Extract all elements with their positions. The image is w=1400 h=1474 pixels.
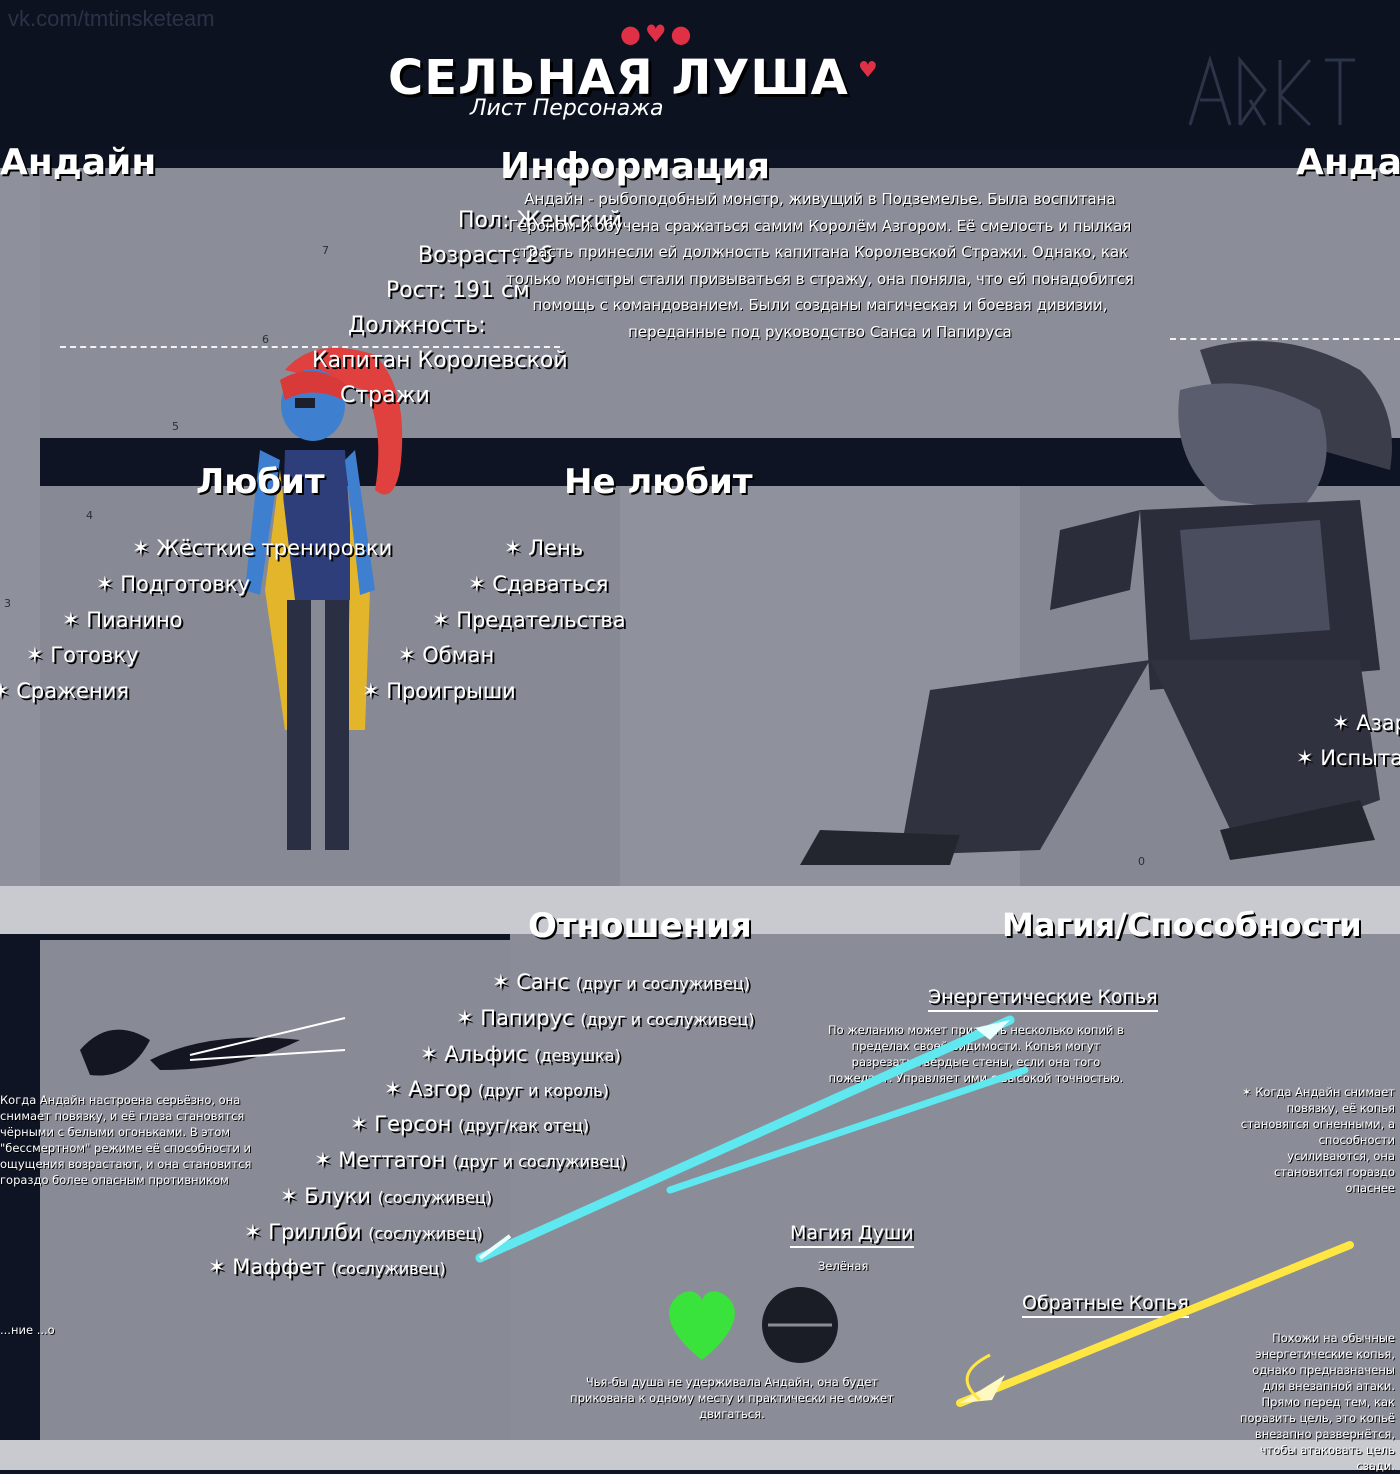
relation-item: ✶ Азгор (друг и король) [384,1077,609,1101]
info-position-value-2: Стражи [340,383,430,408]
relation-item: ✶ Блуки (сослуживец) [280,1184,493,1208]
logo-hearts-icon: ●♥● [620,20,696,48]
logo-title: СЕЛЬНАЯ ЛУША [388,50,849,106]
likes-item: ✶ Испытания [1296,746,1400,770]
relations-title: Отношения [528,906,752,946]
magic-panel [510,934,1400,1440]
signature-art [1188,54,1355,127]
heart-icon: ♥ [858,58,878,83]
relation-item: ✶ Санс (друг и сослуживец) [492,970,750,994]
undyne-armor-figure [800,341,1392,865]
info-height: Рост: 191 см [386,278,530,303]
undyne-eye-art [80,1017,346,1076]
left-strip [0,168,40,888]
dislikes-item: ✶ Обман [398,643,495,667]
likes-item: ✶ Жёсткие тренировки [132,536,393,560]
green-soul-icon [669,1287,838,1363]
ruler-tick: 7 [322,244,329,257]
reverse-spear-icon [956,1241,1354,1407]
watermark: vk.com/tmtinsketeam [8,6,215,31]
info-panel [0,168,1400,438]
ruler-tick: 3 [4,597,11,610]
character-name-right: Андайн [1296,142,1400,183]
likes-item: ✶ Готовку [26,643,139,667]
likes-item: ✶ Пианино [62,608,183,632]
likes-item: ✶ Подготовку [96,572,250,596]
energy-spears-title: Энергетические Копья [928,986,1158,1012]
info-position-label: Должность: [348,313,486,338]
soul-magic-title: Магия Души [790,1222,914,1248]
ruler-tick: 6 [262,333,269,346]
ruler-tick: 5 [172,420,179,433]
ruler-tick: 0 [1138,855,1145,868]
magic-title: Магия/Способности [1002,906,1362,944]
relation-item: ✶ Меттатон (друг и сослуживец) [314,1148,627,1172]
dislikes-item: ✶ Лень [504,536,584,560]
height-ruler-line-right [1170,338,1400,340]
soul-magic-sub: Зелёная [818,1259,869,1273]
soul-magic-text: Чья-бы душа не удерживала Андайн, она бу… [570,1375,894,1421]
ruler-tick: 4 [86,509,93,522]
info-position-value: Капитан Королевской [312,348,568,373]
info-gender: Пол: Женский [458,208,623,233]
logo: ●♥● СЕЛЬНАЯ ЛУША ♥ Лист Персонажа [388,18,888,128]
section-divider [0,886,1400,934]
reverse-spears-text: Похожи на обычные энергетические копья, … [1239,1331,1395,1473]
info-title: Информация [500,146,770,187]
energy-spear-icon [475,1015,1029,1263]
footer-band [0,1440,1400,1470]
relation-item: ✶ Маффет (сослуживец) [208,1255,446,1279]
relation-item: ✶ Гриллби (сослуживец) [244,1220,483,1244]
page-subtitle: Лист Персонажа [470,96,664,121]
relations-panel [40,940,510,1440]
left-cut-text: ...ние ...о [0,1323,55,1337]
character-name-left: Андайн [0,142,157,183]
likes-item: ✶ Сражения [0,679,129,703]
info-bio: Андайн - рыбоподобный монстр, живущий в … [506,190,1134,341]
undyne-mask-note: ✶ Когда Андайн снимает повязку, её копья… [1240,1085,1395,1195]
likes-item: ✶ Азарт [1332,711,1400,735]
height-ruler-line [60,346,560,348]
relation-item: ✶ Герсон (друг/как отец) [350,1112,590,1136]
relation-item: ✶ Альфис (девушка) [420,1042,621,1066]
dislikes-item: ✶ Проигрыши [362,679,516,703]
dislikes-item: ✶ Сдаваться [468,572,609,596]
undyne-casual-figure [245,347,403,850]
relation-item: ✶ Папирус (друг и сослуживец) [456,1006,755,1030]
dislikes-item: ✶ Предательства [432,608,626,632]
header [0,0,1400,150]
serious-mode-note: Когда Андайн настроена серьёзно, она сни… [0,1093,252,1187]
dislikes-title: Не любит [564,462,753,502]
reverse-spears-title: Обратные Копья [1022,1292,1189,1318]
info-age: Возраст: 26 [418,243,554,268]
likes-title: Любит [196,462,325,502]
